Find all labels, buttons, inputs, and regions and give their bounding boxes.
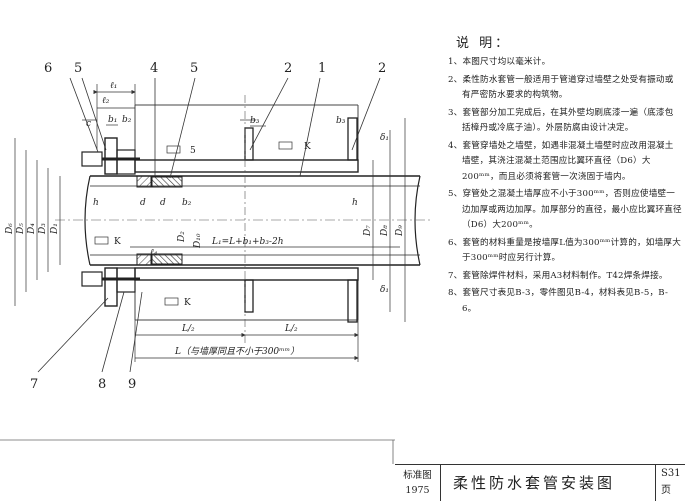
part-label-5b: 5	[190, 61, 198, 76]
part-label-8: 8	[98, 377, 106, 392]
dim-d5: D₅	[16, 223, 26, 235]
dim-d4: D₄	[27, 223, 37, 235]
dim-b3: b₃	[250, 116, 260, 126]
part-label-7: 7	[30, 377, 38, 392]
drawing-code: S31	[661, 468, 681, 479]
dim-d10: D₁₀	[193, 233, 203, 249]
dim-l2: ℓ₂	[102, 96, 110, 106]
dim-b1: b₁	[108, 115, 117, 125]
part-label-2b: 2	[378, 61, 386, 76]
left-diameter-dimensions	[14, 138, 61, 306]
dim-d6: D₆	[5, 223, 15, 235]
dim-d1-left: D₁	[50, 223, 60, 235]
dim-half-right: L/₂	[284, 324, 298, 334]
part-label-6: 6	[44, 61, 52, 76]
part-label-4: 4	[150, 61, 158, 76]
part-label-5: 5	[74, 61, 82, 76]
notes-title: 说 明：	[456, 36, 512, 51]
title-block: 标准图 1975 柔性防水套管安装图 S31 页	[395, 464, 685, 501]
drawing-title: 柔性防水套管安装图	[453, 474, 616, 492]
drawing-code-cell: S31 页	[655, 465, 685, 501]
dim-b2-top: b₂	[122, 115, 132, 125]
mark-5: 5	[190, 146, 196, 156]
dim-c: c	[86, 119, 91, 129]
dim-b2: b₂	[182, 198, 192, 208]
pipe	[55, 175, 430, 266]
mark-k-left: K	[114, 237, 121, 247]
section-box	[94, 236, 109, 245]
note-item: 4、套管穿墙处之墙壁，如遇非混凝土墙壁时应改用混凝土墙壁，其浇注混凝土范围应比翼…	[448, 140, 674, 182]
note-item: 3、套管部分加工完成后，在其外壁均刷底漆一遍（底漆包括樟丹或冷底子油）。外层防腐…	[448, 107, 674, 134]
dim-b3b: b₃	[336, 116, 346, 126]
page-label: 页	[661, 485, 671, 496]
dim-d7: D₇	[363, 225, 373, 237]
dim-total-length: L（与墙厚同且不小于300ᵐᵐ）	[174, 346, 299, 357]
section-box	[166, 145, 181, 154]
dim-d8: D₈	[380, 225, 390, 237]
dim-length-formula: L₁=L+b₁+b₃-2h	[211, 237, 284, 247]
note-item: 7、套管除焊件材料，采用A3材料制作。T42焊条焊接。	[448, 270, 668, 281]
wall-outline	[134, 104, 359, 321]
dim-d2: d	[160, 198, 166, 208]
top-dimensions	[82, 84, 266, 150]
note-item: 2、柔性防水套管一般适用于管道穿过墙壁之处受有振动或有严密防水要求的构筑物。	[448, 74, 674, 101]
dim-l4: ℓ₄	[150, 248, 158, 258]
dim-delta-bottom: δ₁	[380, 285, 389, 295]
dim-h2: h	[352, 198, 358, 208]
note-item: 1、本图尺寸均以毫米计。	[448, 57, 551, 67]
standard-drawing-cell: 标准图 1975	[395, 465, 441, 501]
right-diameter-dimensions	[372, 118, 406, 322]
dim-d1: d	[140, 198, 146, 208]
dim-d3: D₃	[38, 223, 48, 235]
part-label-2: 2	[284, 61, 292, 76]
part-label-1: 1	[318, 61, 326, 76]
notes-panel: 说 明： 1、本图尺寸均以毫米计。 2、柔性防水套管一般适用于管道穿过墙壁之处受…	[436, 32, 682, 319]
dim-l1: ℓ₁	[110, 81, 117, 91]
part-label-9: 9	[128, 377, 136, 392]
dim-h: h	[93, 198, 99, 208]
flange-seal-assembly	[81, 137, 183, 307]
leader-lines	[37, 77, 381, 373]
section-box	[278, 141, 293, 150]
std-year: 1975	[405, 485, 430, 496]
mark-k-bottom: K	[184, 298, 191, 308]
std-label: 标准图	[403, 470, 432, 481]
note-item: 5、穿管处之混凝土墙厚应不小于300ᵐᵐ，否则应使墙壁一边加厚或两边加厚。加厚部…	[448, 189, 682, 230]
mark-k-top: K	[304, 142, 311, 152]
dim-d9: D₉	[395, 225, 405, 237]
section-box	[164, 297, 179, 306]
dim-delta-top: δ₁	[380, 133, 389, 143]
dim-d2-mid: D₂	[177, 231, 187, 243]
bottom-dimensions	[130, 246, 400, 362]
note-item: 6、套管的材料重量是按墙厚L值为300ᵐᵐ计算的，如墙厚大于300ᵐᵐ时应另行计…	[448, 237, 681, 264]
note-item: 8、套管尺寸表见B-3，零件图见B-4，材料表见B-5，B-6。	[448, 288, 669, 314]
dim-half-left: L/₂	[181, 324, 195, 334]
